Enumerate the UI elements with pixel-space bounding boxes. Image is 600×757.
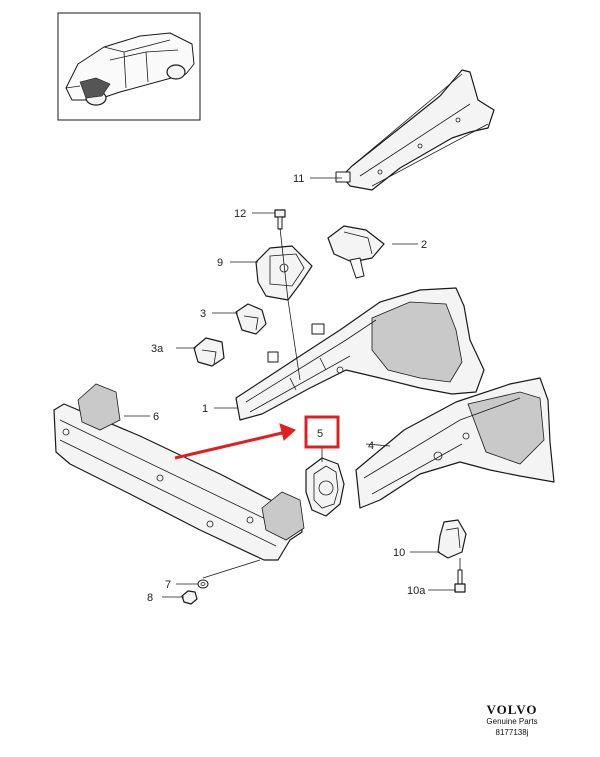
part-11-upper-rail xyxy=(335,69,495,191)
highlight-box xyxy=(304,415,340,449)
part-8-nut xyxy=(181,590,198,605)
leader-lines xyxy=(124,177,461,598)
part-1-side-member xyxy=(235,287,485,421)
callout-10a: 10a xyxy=(407,585,426,597)
highlight-annotation xyxy=(174,415,340,460)
callout-10: 10 xyxy=(393,547,405,559)
callout-4: 4 xyxy=(368,440,374,452)
part-9-bracket xyxy=(255,245,313,301)
part-6-bumper-beam xyxy=(53,383,305,561)
part-3a-small-bracket xyxy=(193,337,225,367)
part-10-bracket xyxy=(437,519,467,559)
callout-1: 1 xyxy=(202,403,208,415)
brand-subtitle: Genuine Parts xyxy=(486,717,538,726)
vehicle-overview-thumbnail xyxy=(57,12,201,121)
diagram-reference-code: 8177138j xyxy=(495,728,529,737)
part-4-lower-member xyxy=(355,377,555,509)
part-5-mounting-plate xyxy=(305,457,345,517)
callout-6: 6 xyxy=(153,411,159,423)
callout-3: 3 xyxy=(200,308,206,320)
callout-12: 12 xyxy=(234,208,246,220)
part-2-bracket xyxy=(327,225,385,279)
callout-11: 11 xyxy=(293,173,304,185)
callout-5: 5 xyxy=(317,428,323,440)
part-7-washer xyxy=(197,579,209,589)
highlight-arrow-head xyxy=(279,423,296,441)
callout-3a: 3a xyxy=(151,343,164,355)
callout-labels: 11 12 2 9 3 3a 1 6 5 4 10 7 10a 8 xyxy=(147,173,427,604)
callout-7: 7 xyxy=(165,579,171,591)
highlight-arrow-line xyxy=(174,431,283,460)
callout-2: 2 xyxy=(421,239,427,251)
part-10a-bolt xyxy=(454,569,466,593)
part-3-small-bracket xyxy=(235,303,267,335)
brand-logo-text: VOLVO xyxy=(486,702,538,717)
callout-9: 9 xyxy=(217,257,223,269)
callout-8: 8 xyxy=(147,592,153,604)
part-12-bolt xyxy=(274,209,286,230)
